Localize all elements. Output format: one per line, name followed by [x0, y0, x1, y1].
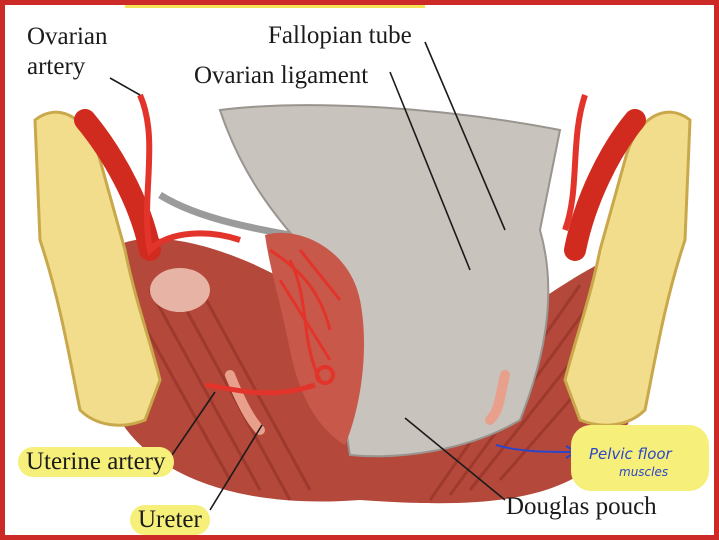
label-ovarian-ligament: Ovarian ligament — [194, 62, 368, 90]
right-pelvic-bone — [565, 112, 690, 425]
label-ureter: Ureter — [130, 505, 210, 535]
handwritten-note-line2: muscles — [619, 465, 668, 479]
handwritten-note-line1: Pelvic floor — [589, 445, 672, 463]
left-ovary — [150, 268, 210, 312]
leader-ovarian-artery — [110, 78, 140, 95]
label-fallopian-tube: Fallopian tube — [268, 22, 412, 50]
label-douglas-pouch: Douglas pouch — [506, 493, 657, 521]
label-uterine-artery: Uterine artery — [18, 447, 174, 477]
label-ovarian-artery: Ovarian artery — [27, 22, 108, 82]
